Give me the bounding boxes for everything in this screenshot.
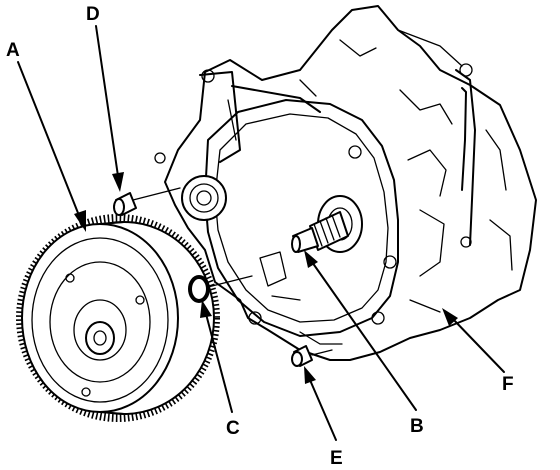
alignment-lines xyxy=(207,275,333,356)
input-shaft xyxy=(291,211,349,253)
label-c: C xyxy=(226,418,240,439)
dowel-pin-d xyxy=(113,187,181,216)
label-a: A xyxy=(6,40,20,61)
label-f: F xyxy=(502,374,514,395)
torque-converter xyxy=(16,214,220,422)
dowel-pin-e xyxy=(291,345,313,367)
label-d: D xyxy=(86,4,100,25)
o-ring xyxy=(188,275,210,303)
label-e: E xyxy=(330,448,343,469)
leader-lines xyxy=(17,25,505,441)
callout-labels: A D C B E F xyxy=(6,4,514,469)
label-b: B xyxy=(410,416,424,437)
